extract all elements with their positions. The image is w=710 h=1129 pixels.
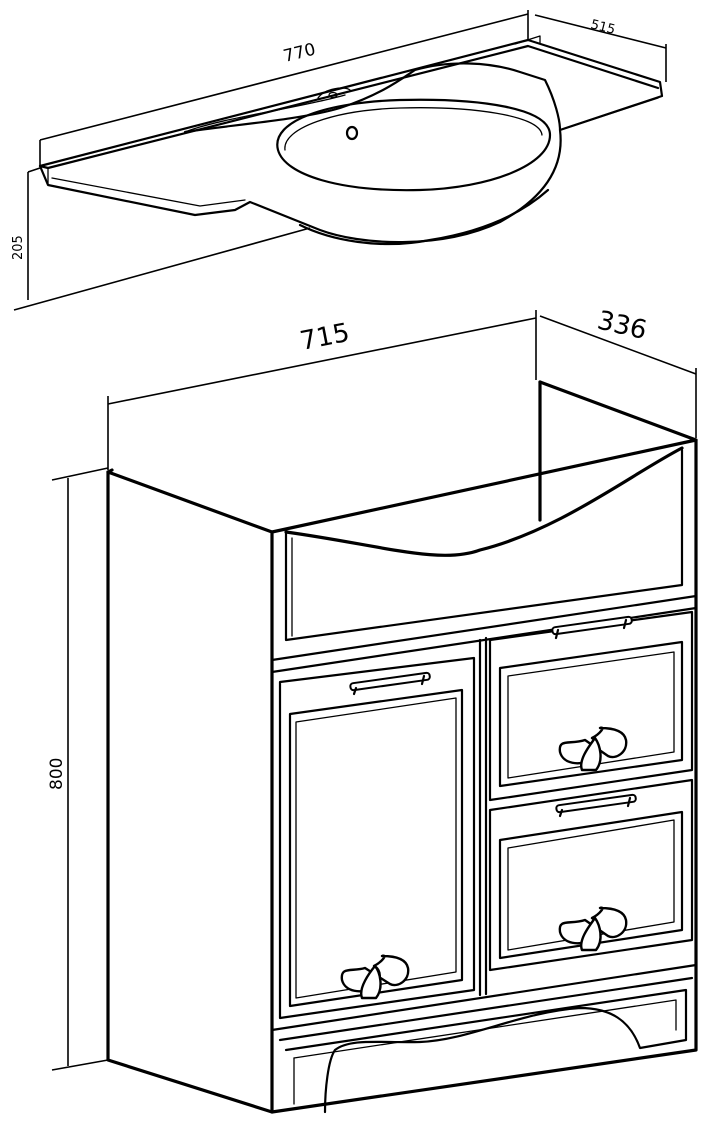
sink-depth-label: 515 (589, 17, 617, 38)
ornament-left-door (340, 954, 410, 1000)
cabinet-drawing: 715 336 800 (47, 306, 698, 1114)
sink-drawing: 770 515 205 (11, 10, 667, 311)
sink-width-label: 770 (281, 40, 317, 67)
ornament-top-drawer (558, 726, 628, 772)
ornament-bottom-drawer (558, 906, 628, 952)
drawer-handle-top (551, 615, 633, 640)
cabinet-height-label: 800 (47, 758, 67, 790)
sink-height-label: 205 (11, 235, 26, 260)
drawer-handle-bottom (555, 793, 637, 818)
door-handle-left (349, 671, 431, 696)
cabinet-width-label: 715 (298, 318, 352, 357)
